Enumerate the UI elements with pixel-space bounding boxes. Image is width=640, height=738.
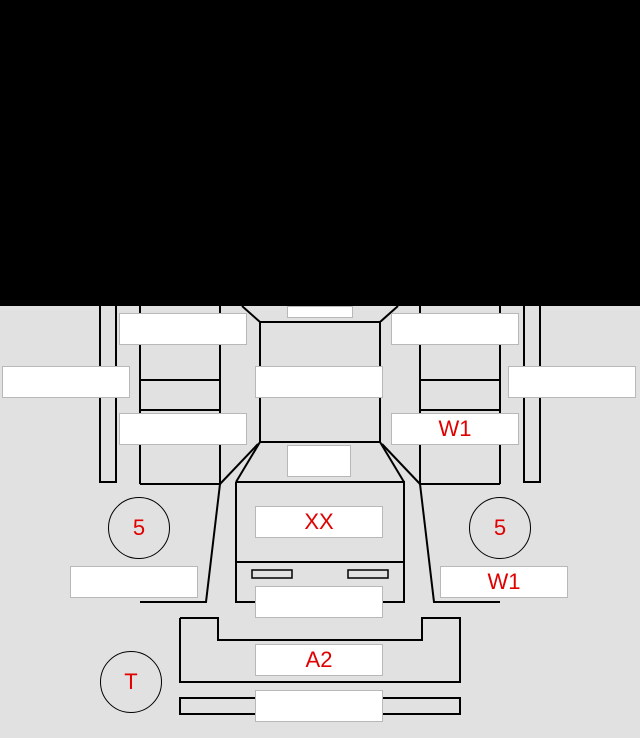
center-bumper-field[interactable] [255,586,383,618]
top-center-field[interactable] [287,306,353,318]
bumper-outline [179,617,461,683]
bottom-bar-field[interactable] [255,690,383,722]
left-bottom-field[interactable] [70,566,198,598]
left-door-frame [139,306,221,603]
center-middle-field[interactable] [255,366,383,398]
left-lower-field[interactable] [119,413,247,445]
spare-tire-marker[interactable]: T [100,651,162,713]
right-outer-field[interactable] [508,366,636,398]
left-wheel-marker[interactable]: 5 [108,497,170,559]
right-door-frame [419,306,501,603]
rear-bar-field[interactable]: A2 [255,644,383,676]
hood-outline [235,481,405,603]
right-upper-field[interactable] [391,313,519,345]
hood-field[interactable]: XX [255,506,383,538]
occluded-region [0,0,640,306]
right-lower-field[interactable]: W1 [391,413,519,445]
left-outer-field[interactable] [2,366,130,398]
right-bottom-field[interactable]: W1 [440,566,568,598]
center-small-field[interactable] [287,445,351,477]
left-upper-field[interactable] [119,313,247,345]
right-wheel-marker[interactable]: 5 [469,497,531,559]
